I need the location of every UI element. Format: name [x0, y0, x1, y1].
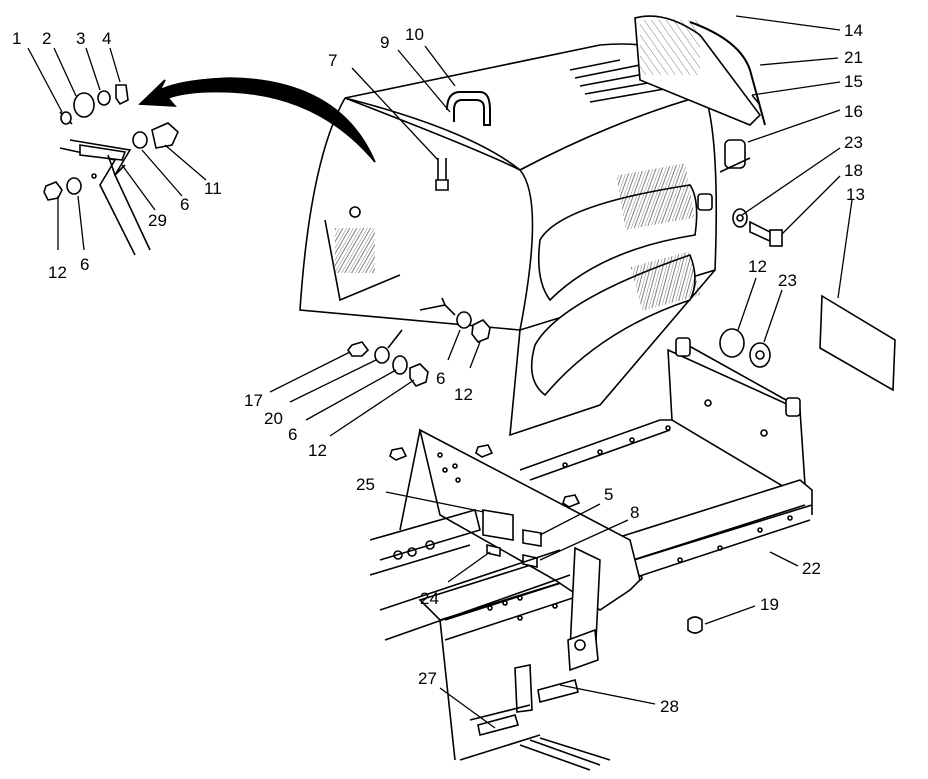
callout-8: 8 — [630, 503, 639, 522]
callout-6-pin: 6 — [436, 369, 445, 388]
callout-13: 13 — [846, 185, 865, 204]
callout-20: 20 — [264, 409, 283, 428]
callout-25: 25 — [356, 475, 375, 494]
callout-28: 28 — [660, 697, 679, 716]
callout-22: 22 — [802, 559, 821, 578]
callout-12-front: 12 — [308, 441, 327, 460]
latch-detail — [43, 77, 376, 256]
callout-21: 21 — [844, 48, 863, 67]
callout-29: 29 — [148, 211, 167, 230]
hood-cover — [299, 15, 766, 437]
callout-17: 17 — [244, 391, 263, 410]
leader-lines — [27, 15, 853, 729]
callout-6-front: 6 — [288, 425, 297, 444]
callout-24: 24 — [420, 589, 439, 608]
callout-4: 4 — [102, 29, 111, 48]
callout-27: 27 — [418, 669, 437, 688]
callout-3: 3 — [76, 29, 85, 48]
callout-10: 10 — [405, 25, 424, 44]
callout-18: 18 — [844, 161, 863, 180]
callout-16: 16 — [844, 102, 863, 121]
callout-15: 15 — [844, 72, 863, 91]
callout-12-pin: 12 — [454, 385, 473, 404]
callout-7: 7 — [328, 51, 337, 70]
callout-labels: 1 2 3 4 7 9 10 11 6 29 12 6 14 21 15 16 … — [12, 21, 865, 716]
callout-23-upper: 23 — [844, 133, 863, 152]
front-hardware — [347, 297, 491, 387]
callout-6-latch: 6 — [180, 195, 189, 214]
callout-14: 14 — [844, 21, 863, 40]
callout-1: 1 — [12, 29, 21, 48]
callout-6-latch-lower: 6 — [80, 255, 89, 274]
callout-9: 9 — [380, 33, 389, 52]
callout-11: 11 — [204, 179, 222, 198]
callout-2: 2 — [42, 29, 51, 48]
decal-panel — [819, 294, 896, 392]
callout-12-latch: 12 — [48, 263, 67, 282]
main-frame — [369, 328, 813, 771]
callout-12-right: 12 — [748, 257, 767, 276]
callout-5: 5 — [604, 485, 613, 504]
callout-23-lower: 23 — [778, 271, 797, 290]
callout-19: 19 — [760, 595, 779, 614]
